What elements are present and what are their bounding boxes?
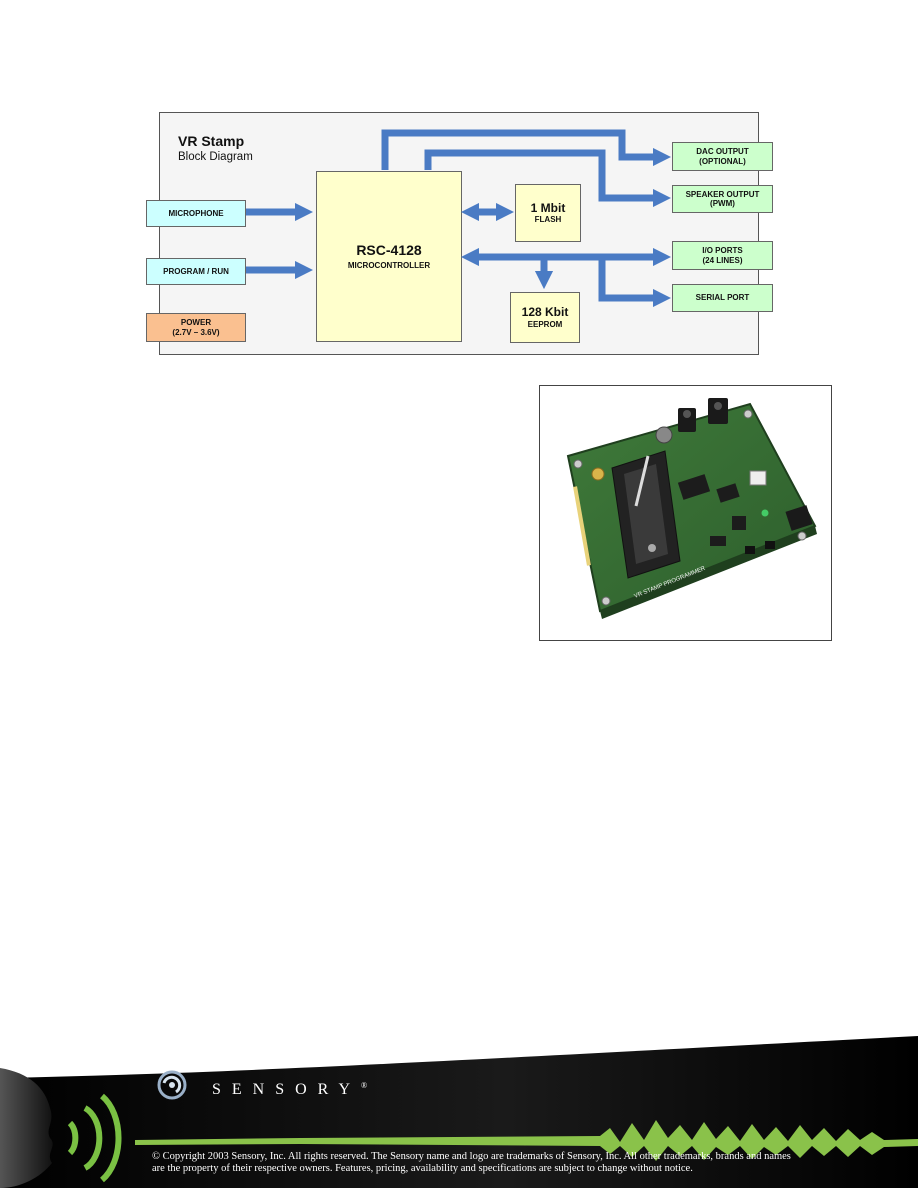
- power-block: POWER (2.7V – 3.6V): [146, 313, 246, 342]
- board-photo: VR STAMP PROGRAMMER: [539, 385, 832, 641]
- mcu-desc: MICROCONTROLLER: [347, 261, 431, 271]
- registered-mark: ®: [361, 1081, 368, 1090]
- dac-output-block: DAC OUTPUT (OPTIONAL): [672, 142, 773, 171]
- flash-type: FLASH: [534, 215, 562, 225]
- serial-port-block: SERIAL PORT: [672, 284, 773, 312]
- footer-banner: SENSORY® © Copyright 2003 Sensory, Inc. …: [0, 1028, 918, 1188]
- eeprom-type: EEPROM: [527, 319, 563, 329]
- io-note: (24 LINES): [702, 255, 743, 265]
- flash-size: 1 Mbit: [530, 200, 566, 215]
- io-ports-block: I/O PORTS (24 LINES): [672, 241, 773, 270]
- flash-block: 1 Mbit FLASH: [515, 184, 581, 242]
- eeprom-block: 128 Kbit EEPROM: [510, 292, 580, 343]
- sound-waves-icon: [67, 1093, 122, 1183]
- brand-name: SENSORY®: [212, 1081, 367, 1099]
- speaker-output-block: SPEAKER OUTPUT (PWM): [672, 185, 773, 213]
- microphone-label: MICROPHONE: [168, 208, 224, 218]
- waveform-graphic: [135, 1120, 918, 1161]
- copyright-notice: © Copyright 2003 Sensory, Inc. All right…: [152, 1151, 912, 1175]
- dac-label: DAC OUTPUT: [696, 147, 749, 157]
- eeprom-size: 128 Kbit: [521, 305, 569, 319]
- microphone-block: MICROPHONE: [146, 200, 246, 227]
- power-voltage: (2.7V – 3.6V): [172, 327, 220, 337]
- audio-jack: [678, 408, 696, 432]
- capacitor: [591, 467, 605, 481]
- microcontroller-block: RSC-4128 MICROCONTROLLER: [316, 171, 462, 342]
- mcu-name: RSC-4128: [356, 242, 422, 259]
- diagram-subtitle: Block Diagram: [178, 151, 253, 163]
- sensory-logo-icon: [157, 1070, 187, 1100]
- diagram-title: VR Stamp: [178, 133, 245, 149]
- io-label: I/O PORTS: [702, 246, 743, 256]
- program-run-label: PROGRAM / RUN: [163, 266, 229, 276]
- copyright-line-1: © Copyright 2003 Sensory, Inc. All right…: [152, 1151, 791, 1162]
- brand-text: SENSORY: [212, 1081, 362, 1098]
- dac-note: (OPTIONAL): [699, 156, 746, 166]
- speaker-label: SPEAKER OUTPUT: [685, 189, 760, 199]
- face-silhouette: [0, 1068, 53, 1188]
- copyright-line-2: are the property of their respective own…: [152, 1163, 693, 1174]
- board-illustration: VR STAMP PROGRAMMER: [566, 398, 817, 619]
- footer-graphic: [0, 1036, 918, 1188]
- program-run-block: PROGRAM / RUN: [146, 258, 246, 285]
- speaker-note: (PWM): [710, 199, 735, 208]
- power-label: POWER: [180, 318, 212, 328]
- block-diagram: VR Stamp Block Diagram MICROPHONE PROGRA…: [146, 112, 773, 355]
- serial-label: SERIAL PORT: [695, 293, 750, 303]
